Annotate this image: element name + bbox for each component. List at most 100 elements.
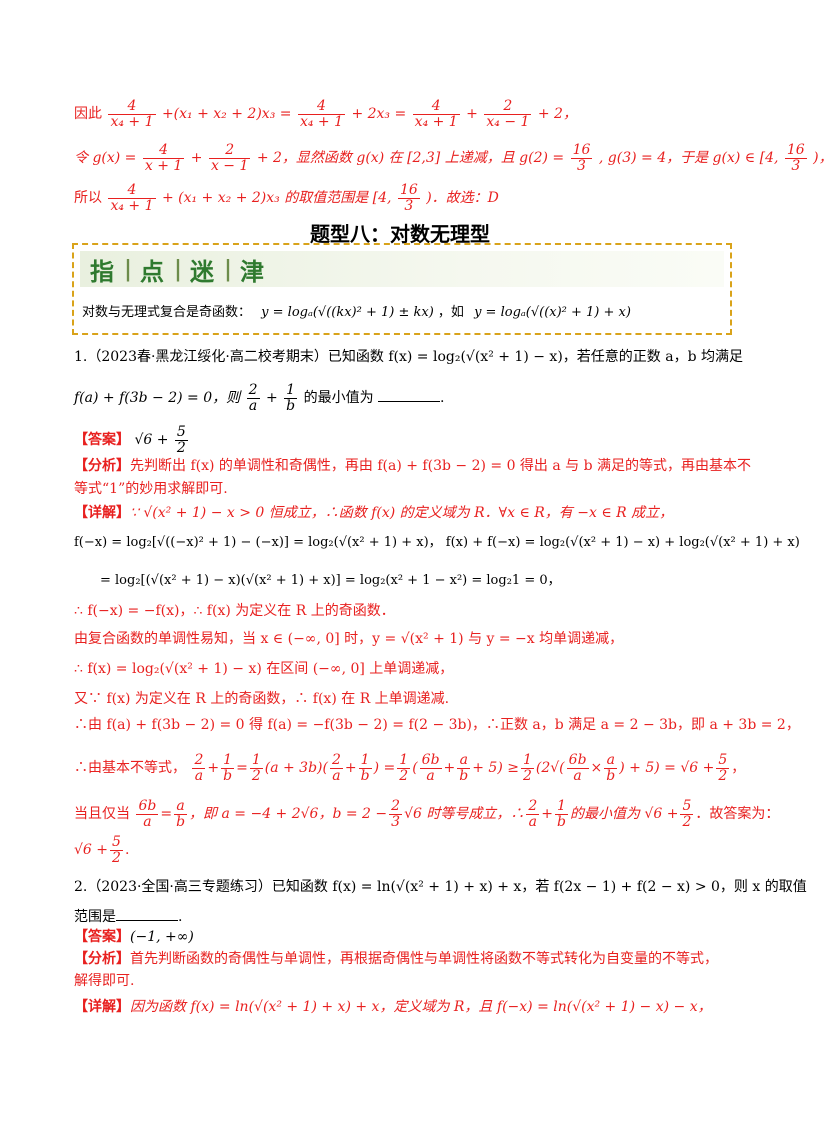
text: 当且仅当 bbox=[74, 806, 130, 822]
num: 6b bbox=[136, 797, 159, 815]
divider: | bbox=[124, 256, 133, 282]
tip-char: 迷 bbox=[190, 257, 217, 286]
q1-detail-3: = log₂[(√(x² + 1) − x)(√(x² + 1) + x)] =… bbox=[100, 573, 561, 588]
den: 2 bbox=[112, 849, 121, 866]
q1-analysis-1: 【分析】先判断出 f(x) 的单调性和奇偶性，再由 f(a) + f(3b − … bbox=[74, 455, 751, 477]
q1-detail-6: ∴ f(x) = log₂(√(x² + 1) − x) 在区间 (−∞, 0]… bbox=[74, 661, 454, 677]
den: x₄ − 1 bbox=[486, 113, 530, 130]
text: ，如 bbox=[437, 305, 464, 320]
text: 首先判断函数的奇偶性与单调性，再根据奇偶性与单调性将函数不等式转化为自变量的不等… bbox=[130, 951, 718, 967]
tip-text: 对数与无理式复合是奇函数： y = logₐ(√((kx)² + 1) ± kx… bbox=[82, 301, 631, 320]
text: √6 + bbox=[74, 842, 109, 858]
tip-banner: 指 | 点 | 迷 | 津 bbox=[80, 251, 724, 287]
text: ，即 a = −4 + 2√6，b = 2 − bbox=[189, 806, 388, 822]
den: b bbox=[459, 767, 469, 784]
text: 因为函数 f(x) = ln(√(x² + 1) + x) + x，定义域为 R… bbox=[130, 999, 712, 1015]
answer-blank bbox=[378, 389, 441, 402]
text: 令 g(x) = bbox=[74, 150, 137, 166]
den: b bbox=[286, 397, 296, 414]
den: 2 bbox=[682, 813, 692, 830]
text: 对数与无理式复合是奇函数： bbox=[82, 305, 252, 320]
num: 4 bbox=[412, 98, 460, 115]
num: 1 bbox=[284, 382, 298, 399]
num: 2 bbox=[208, 142, 251, 159]
text: . bbox=[440, 390, 445, 406]
num: 4 bbox=[108, 98, 156, 115]
q1-detail-1: 【详解】∵ √(x² + 1) − x > 0 恒成立，∴函数 f(x) 的定义… bbox=[74, 502, 740, 524]
num: 16 bbox=[570, 141, 593, 159]
den: a bbox=[248, 397, 258, 414]
text: + 2，显然函数 g(x) 在 [2,3] 上递减，且 g(2) = bbox=[256, 150, 565, 166]
num: 2 bbox=[329, 751, 343, 769]
num: 16 bbox=[397, 181, 420, 199]
den: 2 bbox=[522, 767, 532, 784]
text: ．故答案为： bbox=[695, 806, 780, 822]
answer-value: (−1, +∞) bbox=[130, 929, 194, 945]
text: +(x₁ + x₂ + 2)x₃ = bbox=[161, 106, 292, 122]
text: + 2x₃ = bbox=[351, 106, 407, 122]
den: b bbox=[360, 767, 370, 784]
answer-blank bbox=[116, 908, 178, 921]
den: 2 bbox=[176, 439, 186, 456]
num: 6b bbox=[419, 751, 442, 769]
den: b bbox=[606, 767, 616, 784]
q2-detail-1: 【详解】因为函数 f(x) = ln(√(x² + 1) + x) + x，定义… bbox=[74, 996, 740, 1018]
text: , g(3) = 4，于是 g(x) ∈ [4, bbox=[598, 150, 779, 166]
tip-char: 指 bbox=[90, 257, 116, 286]
num: 5 bbox=[716, 751, 730, 769]
den: b bbox=[223, 767, 233, 784]
den: x + 1 bbox=[144, 157, 183, 174]
detail-label: 【详解】 bbox=[74, 505, 130, 521]
den: a bbox=[194, 767, 204, 784]
formula: y = logₐ(√((kx)² + 1) ± kx) bbox=[261, 305, 434, 320]
q1-detail-5: 由复合函数的单调性易知，当 x ∈ (−∞, 0] 时，y = √(x² + 1… bbox=[74, 631, 624, 647]
num: 6b bbox=[566, 751, 589, 769]
divider: | bbox=[174, 256, 183, 282]
analysis-label: 【分析】 bbox=[74, 458, 130, 474]
tip-char: 点 bbox=[140, 257, 167, 286]
detail-label: 【详解】 bbox=[74, 999, 130, 1015]
den: a bbox=[528, 813, 537, 830]
text: + 2， bbox=[537, 106, 577, 122]
num: 2 bbox=[192, 751, 206, 769]
num: 2 bbox=[246, 381, 260, 399]
text: 范围是 bbox=[74, 909, 116, 925]
den: x₄ + 1 bbox=[299, 113, 343, 130]
num: 2 bbox=[484, 98, 532, 115]
formula: y = logₐ(√((x)² + 1) + x) bbox=[474, 305, 631, 320]
den: x − 1 bbox=[210, 157, 249, 174]
num: 5 bbox=[110, 833, 123, 851]
answer-label: 【答案】 bbox=[74, 929, 130, 945]
text: + (x₁ + x₂ + 2)x₃ 的取值范围是 [4, bbox=[161, 190, 392, 206]
den: 2 bbox=[251, 767, 261, 784]
q1-stem-1: 1.（2023春·黑龙江绥化·高二校考期末）已知函数 f(x) = log₂(√… bbox=[74, 349, 743, 365]
num: 2 bbox=[526, 797, 540, 815]
den: 3 bbox=[791, 157, 801, 174]
den: 3 bbox=[577, 157, 586, 174]
den: a bbox=[573, 767, 582, 784]
text: f(a) + f(3b − 2) = 0，则 bbox=[74, 390, 241, 406]
den: a bbox=[143, 813, 152, 830]
text: 的最小值为 √6 + bbox=[569, 806, 679, 822]
q2-analysis-1: 【分析】首先判断函数的奇偶性与单调性，再根据奇偶性与单调性将函数不等式转化为自变… bbox=[74, 948, 740, 970]
den: a bbox=[426, 767, 435, 784]
